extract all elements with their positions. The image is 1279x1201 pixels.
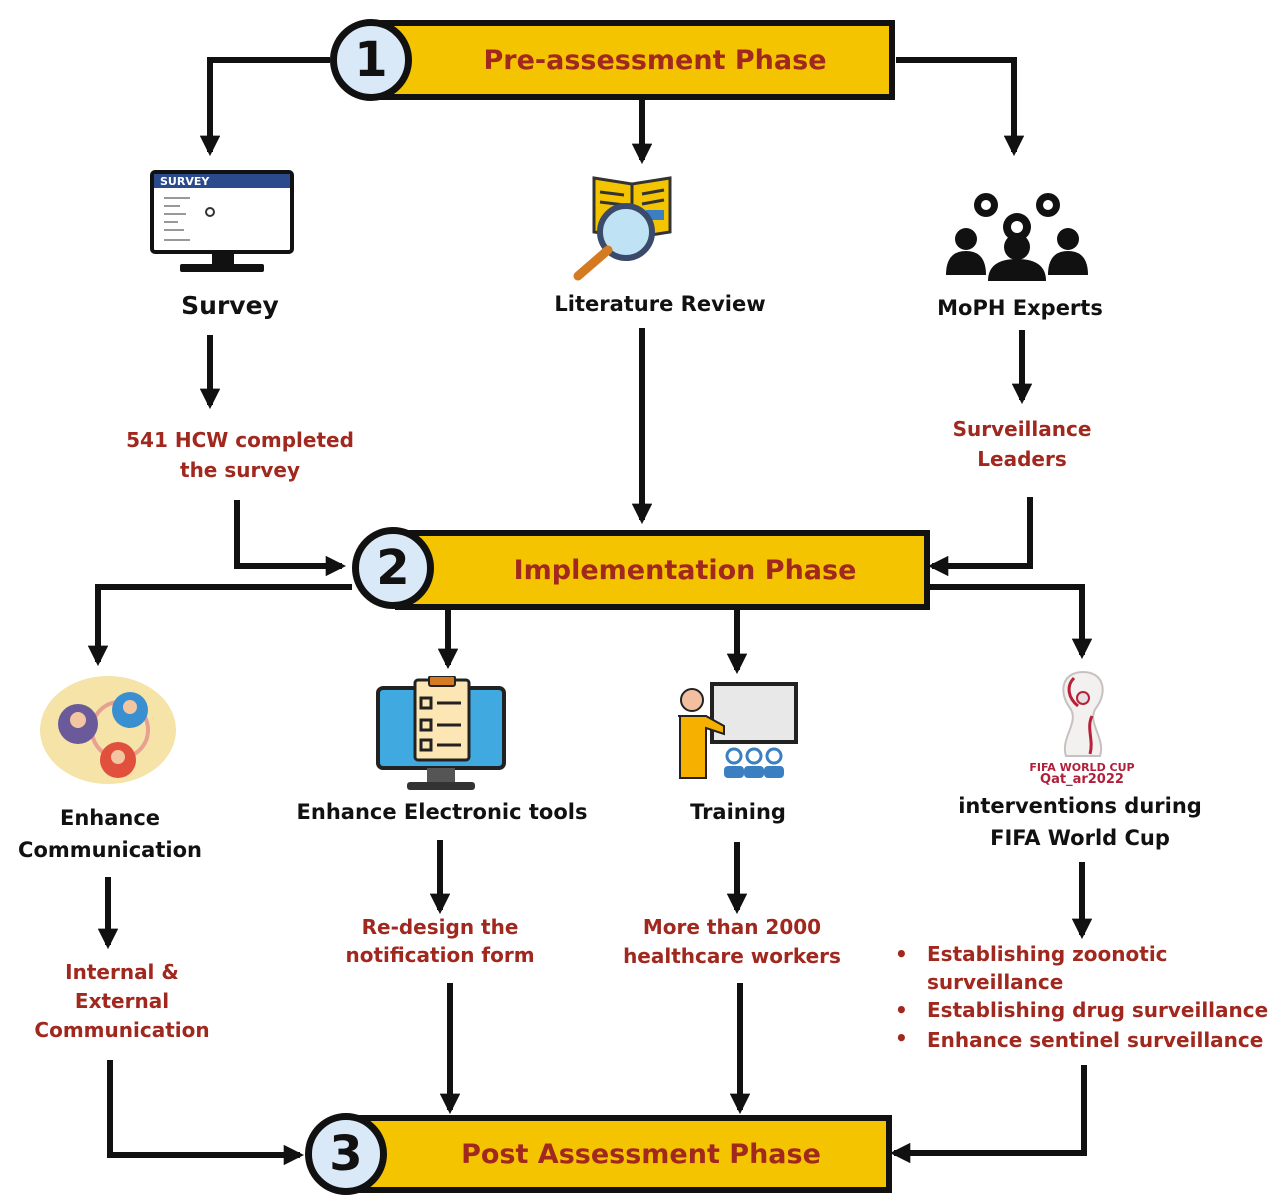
phase-title: Post Assessment Phase [461,1138,821,1170]
fifa-interventions-list: Establishing zoonotic surveillance Estab… [893,940,1268,1054]
experts-result-line-1: Surveillance [952,417,1092,441]
list-item: Enhance sentinel surveillance [893,1024,1268,1054]
list-item: Establishing zoonotic [893,940,1268,968]
fifa-logo-text: FIFA WORLD CUP Qat_ar2022 [1029,761,1135,787]
arrow-communication-to-post [107,1060,305,1166]
arrow-experts-to-implementation [927,497,1033,577]
arrow-fifa-to-post [889,1065,1087,1164]
phase-number-3: 3 [305,1113,387,1195]
communication-result: Internal & External Communication [34,958,209,1045]
phase-box-implementation: Implementation Phase [395,530,930,610]
training-result-line-2: healthcare workers [623,944,841,968]
electronic-label: Enhance Electronic tools [296,800,588,824]
arrow-survey-to-implementation [234,500,347,577]
literature-label: Literature Review [554,292,766,316]
training-result-line-1: More than 2000 [642,915,822,939]
list-item-continuation: surveillance [927,970,1064,994]
phase-box-post-assessment: Post Assessment Phase [350,1115,892,1193]
arrow-to-communication [87,584,352,667]
communication-label-line-2: Communication [18,838,202,862]
team-gears-icon [946,193,1088,281]
communication-label-line-1: Enhance [59,806,161,830]
electronic-result-line-2: notification form [345,943,535,967]
trainer-board-icon [678,682,798,779]
communication-result-line-2: External [74,989,170,1013]
communication-result-line-1: Internal & [65,960,179,984]
phase-number-1: 1 [330,19,412,101]
monitor-checklist-icon [376,676,506,790]
book-magnifier-icon [573,176,672,281]
people-network-icon [40,676,176,784]
experts-label: MoPH Experts [937,296,1103,320]
experts-result: Surveillance Leaders [953,414,1092,474]
fifa-label-line-2: FIFA World Cup [990,826,1170,850]
training-result: More than 2000 healthcare workers [623,913,841,971]
fifa-logo-line-1: FIFA WORLD CUP [1029,761,1135,774]
survey-result: 541 HCW completed the survey [126,425,354,485]
phase-box-pre-assessment: Pre-assessment Phase [375,20,895,100]
communication-label: Enhance Communication [18,802,202,866]
survey-label: Survey [181,291,279,320]
electronic-result-line-1: Re-design the [361,915,519,939]
survey-icon-text: SURVEY [160,175,210,188]
phase-title: Implementation Phase [513,554,857,586]
monitor-survey-icon: SURVEY [150,170,294,272]
training-label: Training [690,800,786,824]
arrow-to-fifa [928,584,1093,660]
fifa-label-line-1: interventions during [958,794,1202,818]
phase-title: Pre-assessment Phase [483,44,827,76]
arrow-to-experts [896,57,1025,157]
experts-result-line-2: Leaders [977,447,1067,471]
fifa-label: interventions during FIFA World Cup [958,790,1202,854]
phase-number-2: 2 [352,527,434,609]
survey-result-line-2: the survey [180,458,300,482]
fifa-logo-line-2: Qat_ar2022 [1040,772,1124,787]
world-cup-trophy-icon [1062,670,1104,757]
arrow-to-survey [199,57,330,157]
survey-result-line-1: 541 HCW completed [126,428,354,452]
communication-result-line-3: Communication [34,1018,210,1042]
list-item: Establishing drug surveillance [893,996,1268,1024]
electronic-result: Re-design the notification form [345,913,534,969]
